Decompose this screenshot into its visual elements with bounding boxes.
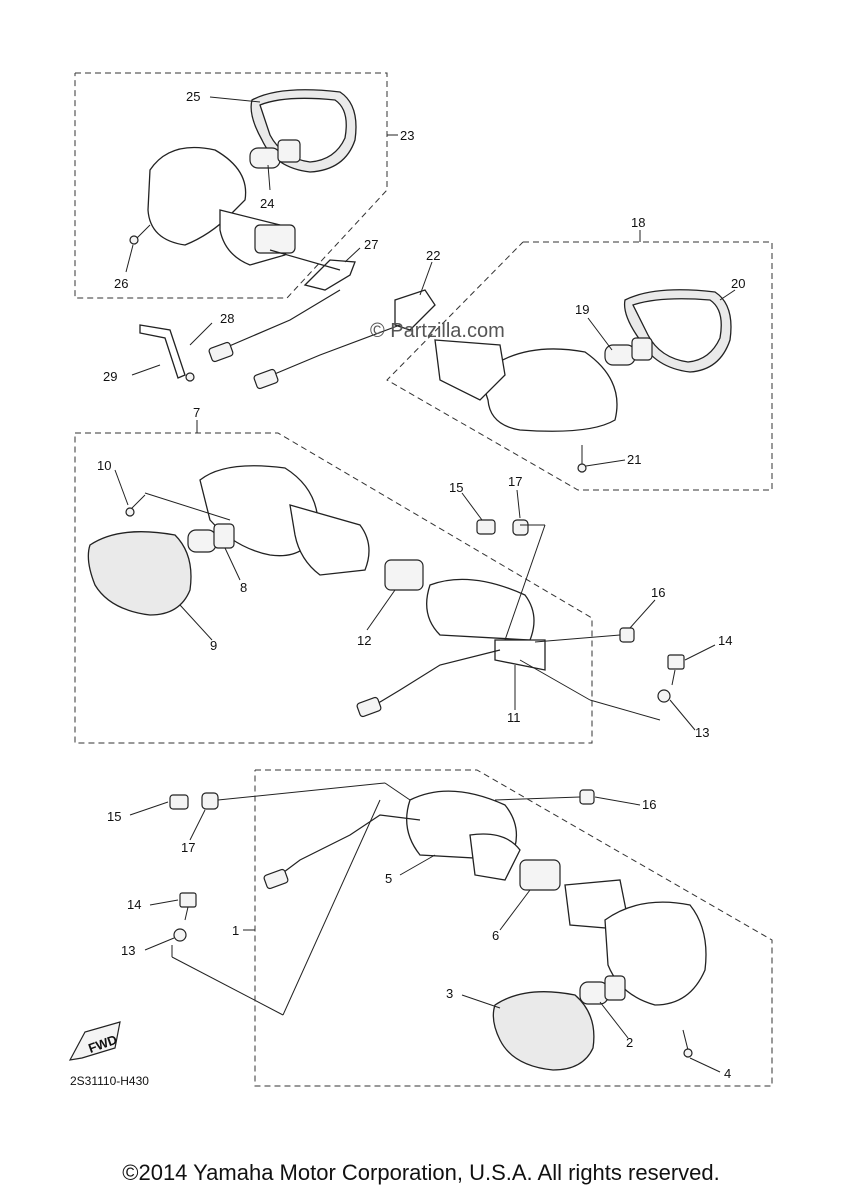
callout-16-lower: 16 [642, 797, 656, 812]
callout-4: 4 [724, 1066, 731, 1081]
callout-1: 1 [232, 923, 239, 938]
callout-9: 9 [210, 638, 217, 653]
callout-14-upper: 14 [718, 633, 732, 648]
callout-10: 10 [97, 458, 111, 473]
callout-29: 29 [103, 369, 117, 384]
assembly-group-18 [386, 241, 773, 491]
callout-15-lower: 15 [107, 809, 121, 824]
callout-13-upper: 13 [695, 725, 709, 740]
callout-6: 6 [492, 928, 499, 943]
callout-labels: 25 23 24 26 27 22 18 19 20 21 28 29 7 10… [97, 89, 745, 1081]
callout-3: 3 [446, 986, 453, 1001]
callout-25: 25 [186, 89, 200, 104]
callout-26: 26 [114, 276, 128, 291]
callout-16-upper: 16 [651, 585, 665, 600]
assembly-group-7 [74, 432, 685, 744]
bracket-22-and-wires [139, 289, 436, 390]
copyright-notice: ©2014 Yamaha Motor Corporation, U.S.A. A… [122, 1160, 720, 1185]
callout-17-lower: 17 [181, 840, 195, 855]
watermark: © Partzilla.com [370, 320, 505, 342]
drawing-code: 2S31110-H430 [70, 1074, 149, 1088]
callout-12: 12 [357, 633, 371, 648]
callout-18: 18 [631, 215, 645, 230]
forward-arrow-icon: FWD [68, 1021, 121, 1061]
assembly-group-1 [169, 769, 773, 1087]
callout-7: 7 [193, 405, 200, 420]
callout-13-lower: 13 [121, 943, 135, 958]
callout-19: 19 [575, 302, 589, 317]
callout-17-upper: 17 [508, 474, 522, 489]
callout-5: 5 [385, 871, 392, 886]
callout-14-lower: 14 [127, 897, 141, 912]
callout-21: 21 [627, 452, 641, 467]
callout-20: 20 [731, 276, 745, 291]
leader-lines [114, 96, 736, 1073]
assembly-group-23 [74, 72, 388, 299]
callout-27: 27 [364, 237, 378, 252]
callout-28: 28 [220, 311, 234, 326]
callout-2: 2 [626, 1035, 633, 1050]
callout-23: 23 [400, 128, 414, 143]
callout-8: 8 [240, 580, 247, 595]
callout-15-upper: 15 [449, 480, 463, 495]
callout-24: 24 [260, 196, 274, 211]
callout-22: 22 [426, 248, 440, 263]
callout-11: 11 [507, 710, 521, 725]
